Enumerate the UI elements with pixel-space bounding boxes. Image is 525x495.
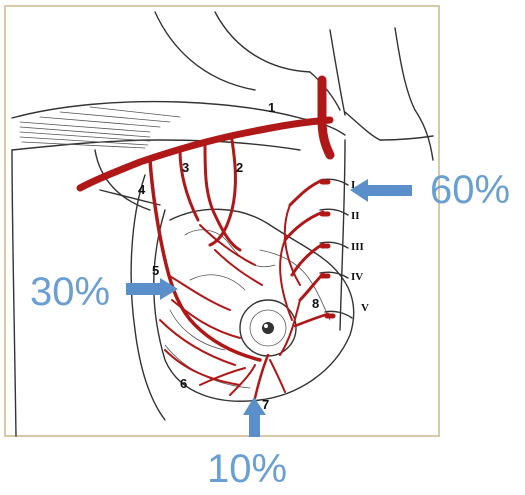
intercostal-label-5: V — [361, 302, 369, 314]
inferior-supply-percent: 10% — [207, 447, 287, 491]
artery-label-1: 1 — [268, 100, 275, 115]
artery-label-2: 2 — [236, 160, 243, 175]
artery-label-8: 8 — [312, 296, 319, 311]
medial-supply-percent: 60% — [430, 168, 510, 212]
intercostal-label-4: IV — [351, 271, 363, 283]
intercostal-label-2: II — [351, 210, 360, 222]
artery-label-6: 6 — [180, 376, 187, 391]
illustration-frame — [5, 6, 439, 436]
artery-label-7: 7 — [262, 397, 269, 412]
artery-label-4: 4 — [138, 182, 146, 197]
lateral-supply-percent: 30% — [30, 270, 110, 314]
intercostal-label-3: III — [351, 241, 364, 253]
artery-label-5: 5 — [152, 263, 159, 278]
artery-label-3: 3 — [182, 160, 189, 175]
